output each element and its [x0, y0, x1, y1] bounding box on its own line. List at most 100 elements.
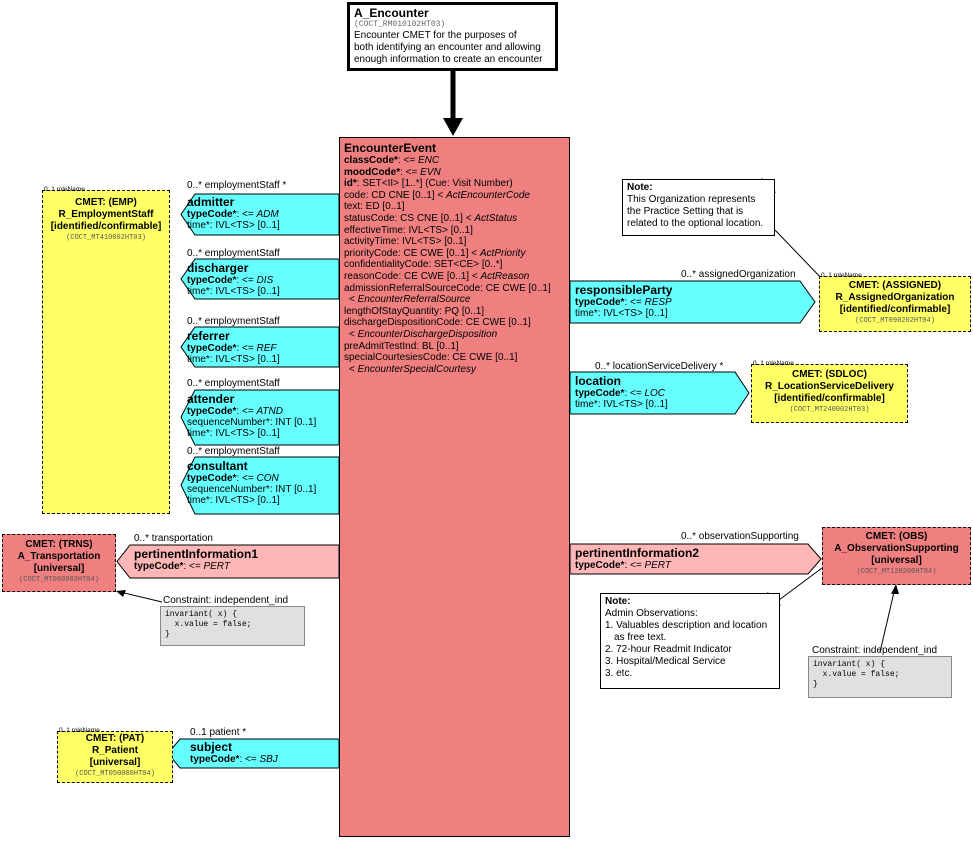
encounter-attr-name: priorityCode [344, 247, 398, 259]
encounter-attr-name: effectiveTime [344, 224, 403, 236]
responsible-name: responsibleParty [575, 283, 673, 297]
entry-point-box: A_Encounter (COCT_RM010102HT03) Encounte… [347, 2, 558, 71]
location-time: time*: IVL<TS> [0..1] [575, 399, 668, 410]
obs-note: Note: Admin Observations: 1. Valuables d… [600, 593, 780, 689]
entry-title: A_Encounter [354, 6, 429, 20]
attender-type-val: ATND [256, 406, 283, 417]
pertinent1-rel: pertinentInformation1 typeCode*: <= PERT [134, 547, 258, 572]
consultant-rel: consultant typeCode*: <= CON sequenceNum… [187, 459, 316, 506]
cmet-sdloc-code: (COCT_MT240002HT03) [789, 406, 870, 414]
entry-code: (COCT_RM010102HT03) [354, 20, 446, 29]
encounter-attr-name: preAdmitTestInd [344, 340, 417, 352]
encounter-attr-name: code [344, 189, 366, 201]
discharger-type-val: DIS [256, 275, 274, 286]
pertinent2-type-prefix: typeCode* [575, 560, 625, 571]
consultant-type-mid: : <= [236, 473, 257, 484]
discharger-label: 0..* employmentStaff [187, 248, 280, 259]
cmet-patient: 0..1 roleName CMET: (PAT) R_Patient [uni… [57, 727, 173, 783]
discharger-time: time*: IVL<TS> [0..1] [187, 286, 280, 297]
admitter-label: 0..* employmentStaff * [187, 180, 287, 191]
encounter-attr-type: : SET<II> [1..*] (Cue: Visit Number) [356, 178, 513, 190]
consultant-label: 0..* employmentStaff [187, 446, 280, 457]
pertinent2-rel: pertinentInformation2 typeCode*: <= PERT [575, 546, 699, 571]
location-arrow [569, 371, 750, 415]
cmet-observation-supporting: CMET: (OBS) A_ObservationSupporting [uni… [822, 527, 971, 585]
responsible-rel: responsibleParty typeCode*: <= RESP time… [575, 283, 672, 319]
encounter-attr-type: : CE CWE [0..1] < [398, 270, 481, 282]
entry-arrow-head [443, 118, 463, 136]
encounter-attr-type: : CE CWE [0..1] [480, 282, 551, 294]
cmet-assigned-organization: 0..1 roleName CMET: (ASSIGNED) R_Assigne… [819, 272, 971, 332]
cmet-trns-l1: CMET: (TRNS) [25, 539, 93, 550]
pertinent1-type-prefix: typeCode* [134, 561, 184, 572]
encounter-attr-type: : BL [0..1] [416, 340, 459, 352]
constraint-left-line [119, 591, 163, 603]
admitter-time: time*: IVL<TS> [0..1] [187, 220, 280, 231]
attender-rel: attender typeCode*: <= ATND sequenceNumb… [187, 392, 316, 439]
pertinent1-type-val: PERT [203, 561, 230, 572]
cmet-obs-l3: [universal] [871, 555, 922, 566]
cmet-pat-code: (COCT_MT050000HT04) [75, 770, 155, 778]
attender-seq: sequenceNumber*: INT [0..1] [187, 417, 317, 428]
pertinent2-name: pertinentInformation2 [575, 546, 700, 560]
cmet-emp-l3: [identified/confirmable] [50, 221, 162, 232]
attender-time: time*: IVL<TS> [0..1] [187, 428, 280, 439]
encounter-attr-row: effectiveTime: IVL<TS> [0..1] [344, 225, 565, 237]
encounter-attr-row: specialCourtesiesCode: CE CWE [0..1] [344, 352, 565, 364]
encounter-attr-row: preAdmitTestInd: BL [0..1] [344, 341, 565, 353]
pertinent1-type-mid: : <= [183, 561, 204, 572]
constraint-right-line [879, 587, 896, 653]
cmet-assigned-l3: [identified/confirmable] [839, 304, 951, 315]
encounter-attr-type: : IVL<TS> [0..1] [402, 224, 473, 236]
cmet-emp-code: (COCT_MT410002HT03) [66, 234, 146, 242]
referrer-type-mid: : <= [236, 343, 257, 354]
encounter-attr-row: id*: SET<II> [1..*] (Cue: Visit Number) [344, 178, 565, 190]
cmet-obs-l2: A_ObservationSupporting [834, 543, 959, 554]
obs-note-l2: 1. Valuables description and location [605, 620, 768, 631]
encounter-attr-type: : <= [400, 166, 421, 178]
constraint-left-code: invariant( x) { x.value = false; } [160, 606, 305, 646]
pertinent1-arrow [116, 544, 340, 579]
cmet-trns-l3: [universal] [33, 563, 85, 574]
cmet-obs-code: (COCT_MT120200HT04) [856, 568, 937, 576]
location-type-mid: : <= [624, 388, 645, 399]
constraint-right-code: invariant( x) { x.value = false; } [808, 656, 952, 698]
org-note: Note: This Organization represents the P… [622, 179, 775, 236]
encounter-attr-type: : SET<CE> [0..*] [428, 259, 503, 271]
cmet-location-service-delivery: 0..1 roleName CMET: (SDLOC) R_LocationSe… [751, 360, 908, 423]
encounter-attr-name: moodCode* [344, 166, 401, 178]
constraint-left-label: Constraint: independent_ind [163, 595, 289, 606]
consultant-seq: sequenceNumber*: INT [0..1] [187, 484, 317, 495]
referrer-rel: referrer typeCode*: <= REF time*: IVL<TS… [187, 329, 280, 365]
cmet-emp-l2: R_EmploymentStaff [58, 209, 154, 220]
encounter-attr-vocab: ActEncounterCode [446, 189, 530, 201]
admitter-type-mid: : <= [236, 209, 257, 220]
encounter-attr-row: priorityCode: CE CWE [0..1] < ActPriorit… [344, 248, 565, 260]
subject-rel: subject typeCode*: <= SBJ [190, 740, 278, 765]
attender-type-mid: : <= [236, 406, 257, 417]
cmet-emp-role: 0..1 roleName [44, 186, 85, 193]
encounter-attr-row: activityTime: IVL<TS> [0..1] [344, 236, 565, 248]
cmet-pat-l3: [universal] [89, 757, 141, 768]
encounter-attr-type: : CE CWE [0..1] [446, 352, 518, 364]
encounter-attr-row: code: CD CNE [0..1] < ActEncounterCode [344, 190, 565, 202]
encounter-attr-row: < EncounterReferralSource [344, 294, 565, 306]
encounter-attr-row: text: ED [0..1] [344, 201, 565, 213]
cmet-employment-staff: 0..1 roleName CMET: (EMP) R_EmploymentSt… [42, 186, 170, 514]
constraint-right-label: Constraint: independent_ind [812, 645, 938, 656]
encounter-attr-type: : <= [397, 155, 418, 166]
referrer-type-prefix: typeCode* [187, 343, 237, 354]
cmet-sdloc-l2: R_LocationServiceDelivery [765, 381, 894, 392]
location-type-val: LOC [644, 388, 666, 399]
encounter-attr-vocab: EVN [420, 166, 441, 178]
cmet-assigned-code: (COCT_MT090202HT04) [855, 317, 935, 325]
encounter-attr-row: admissionReferralSourceCode: CE CWE [0..… [344, 283, 565, 295]
responsible-type-val: RESP [644, 297, 672, 308]
discharger-name: discharger [187, 261, 249, 275]
cmet-obs-l1: CMET: (OBS) [865, 531, 928, 542]
encounter-attr-name: admissionReferralSourceCode [344, 282, 481, 294]
cmet-assigned-l1: CMET: (ASSIGNED) [848, 280, 942, 291]
cmet-trns-l2: A_Transportation [17, 551, 101, 562]
obs-note-l1: Admin Observations: [605, 608, 698, 619]
admitter-type-prefix: typeCode* [187, 209, 237, 220]
